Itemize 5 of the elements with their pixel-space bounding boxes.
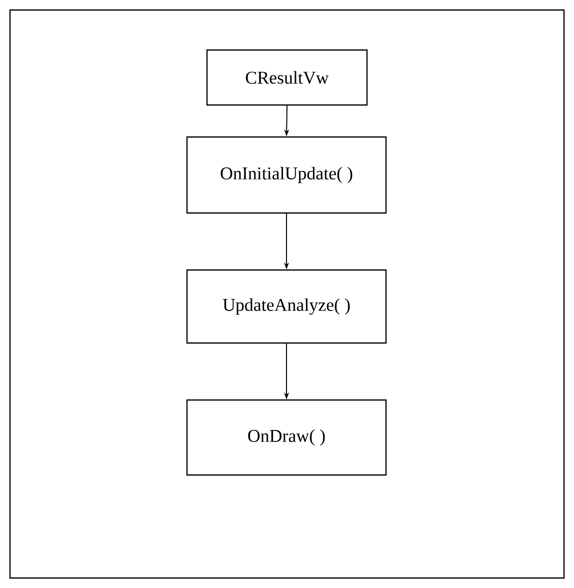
frame: [9, 9, 565, 579]
process-box: CResultVw: [206, 49, 368, 106]
process-box: OnDraw( ): [186, 399, 387, 476]
process-box: UpdateAnalyze( ): [186, 269, 387, 344]
process-box: OnInitialUpdate( ): [186, 136, 387, 214]
